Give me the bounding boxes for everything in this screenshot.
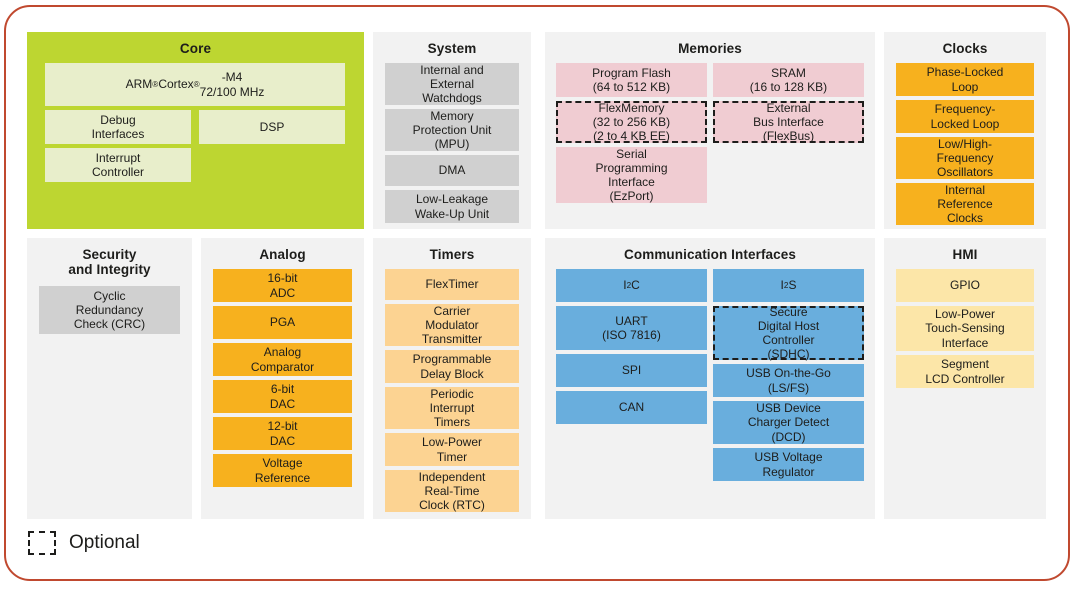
panel-title-communication: Communication Interfaces	[624, 247, 796, 262]
panel-title-hmi: HMI	[952, 247, 978, 262]
block-pga[interactable]: PGA	[213, 306, 352, 339]
block-gpio[interactable]: GPIO	[896, 269, 1034, 302]
block-frequency-locked-loop[interactable]: Frequency-Locked Loop	[896, 100, 1034, 133]
memories-left-blocks: Program Flash(64 to 512 KB) FlexMemory(3…	[556, 63, 707, 207]
block-dsp[interactable]: DSP	[199, 110, 345, 144]
block-spi[interactable]: SPI	[556, 354, 707, 387]
block-program-flash[interactable]: Program Flash(64 to 512 KB)	[556, 63, 707, 97]
block-flexmemory[interactable]: FlexMemory(32 to 256 KB)(2 to 4 KB EE)	[556, 101, 707, 143]
block-flextimer[interactable]: FlexTimer	[385, 269, 519, 300]
legend-label-optional: Optional	[69, 532, 140, 553]
block-uart[interactable]: UART(ISO 7816)	[556, 306, 707, 350]
panel-title-memories: Memories	[678, 41, 742, 56]
dashed-square-icon	[28, 531, 56, 555]
panel-title-system: System	[427, 41, 477, 56]
panel-title-core: Core	[179, 41, 212, 56]
diagram-outer-frame	[4, 5, 1070, 581]
block-usb-otg[interactable]: USB On-the-Go(LS/FS)	[713, 364, 864, 397]
panel-memories: Memories Program Flash(64 to 512 KB) Fle…	[545, 32, 875, 229]
panel-title-clocks: Clocks	[942, 41, 988, 56]
panel-title-timers: Timers	[429, 247, 475, 262]
legend: Optional	[28, 531, 140, 555]
panel-title-analog: Analog	[259, 247, 306, 262]
block-can[interactable]: CAN	[556, 391, 707, 424]
block-sram[interactable]: SRAM(16 to 128 KB)	[713, 63, 864, 97]
block-dma[interactable]: DMA	[385, 155, 519, 186]
